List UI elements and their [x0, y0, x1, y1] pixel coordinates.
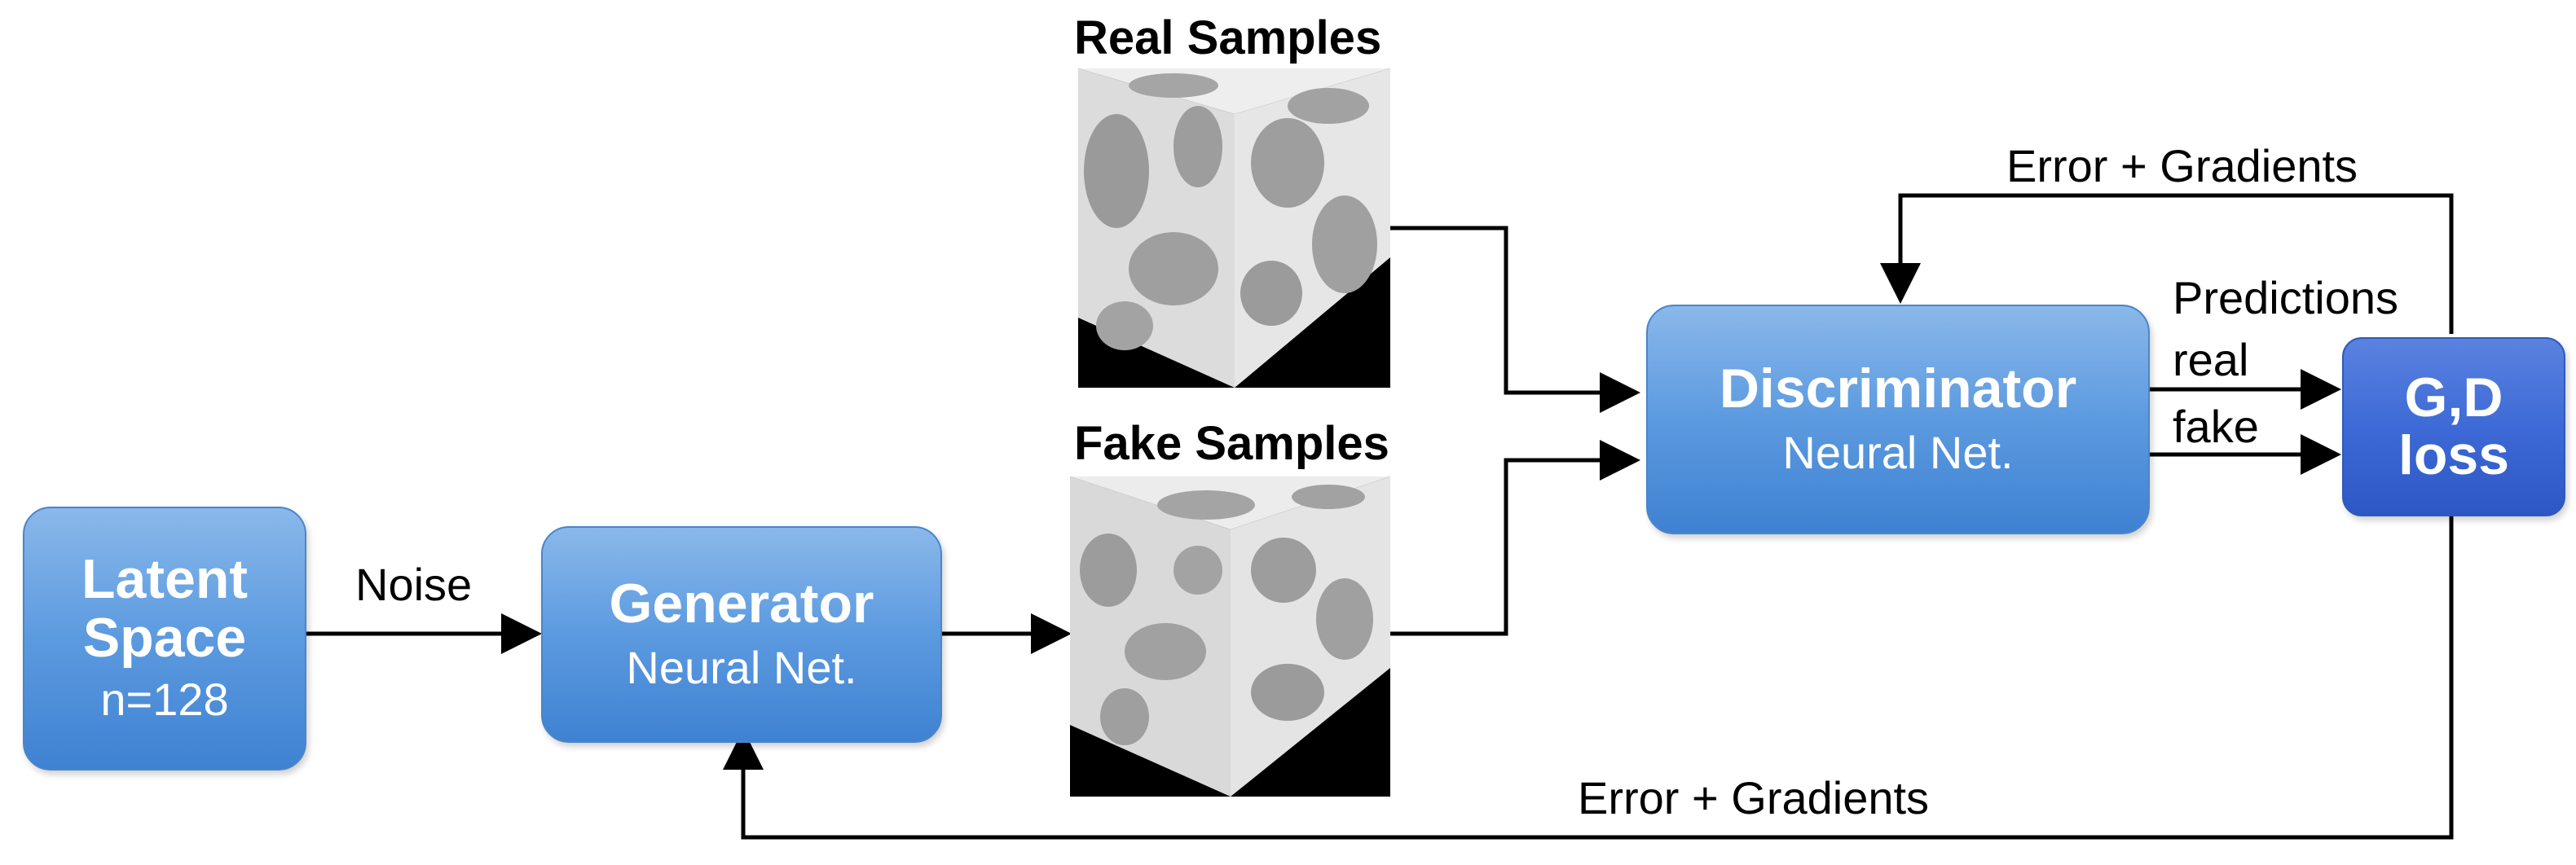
generator-box: Generator Neural Net.	[541, 526, 942, 743]
error-gradients-top-label: Error + Gradients	[2006, 140, 2358, 191]
loss-title-line1: G,D	[2404, 366, 2503, 428]
fake-label: fake	[2173, 401, 2259, 452]
fake-samples-image	[1070, 476, 1390, 797]
bottom-feedback-arrow	[723, 513, 2454, 840]
gd-loss-box: G,D loss	[2342, 337, 2565, 516]
latent-title-line1: Latent	[81, 548, 248, 611]
real-samples-label: Real Samples	[1074, 11, 1382, 64]
latent-title-line2: Space	[82, 606, 247, 669]
top-feedback-arrow	[1880, 193, 2454, 334]
discriminator-title: Discriminator	[1719, 358, 2077, 420]
generator-subtitle: Neural Net.	[626, 641, 857, 693]
loss-title-line2: loss	[2398, 424, 2510, 486]
latent-space-box: Latent Space n=128	[23, 507, 306, 771]
real-samples-image	[1078, 68, 1390, 388]
real-to-discriminator-arrow	[1390, 226, 1640, 413]
discriminator-box: Discriminator Neural Net.	[1646, 305, 2150, 534]
latent-subtitle: n=128	[100, 674, 229, 726]
fake-to-discriminator-arrow	[1390, 440, 1640, 636]
noise-label: Noise	[355, 559, 473, 610]
fake-samples-label: Fake Samples	[1074, 417, 1389, 470]
error-gradients-bottom-label: Error + Gradients	[1578, 772, 1930, 823]
predictions-label: Predictions	[2173, 272, 2399, 323]
real-label: real	[2173, 334, 2249, 385]
generator-title: Generator	[609, 573, 874, 635]
discriminator-subtitle: Neural Net.	[1782, 426, 2014, 478]
